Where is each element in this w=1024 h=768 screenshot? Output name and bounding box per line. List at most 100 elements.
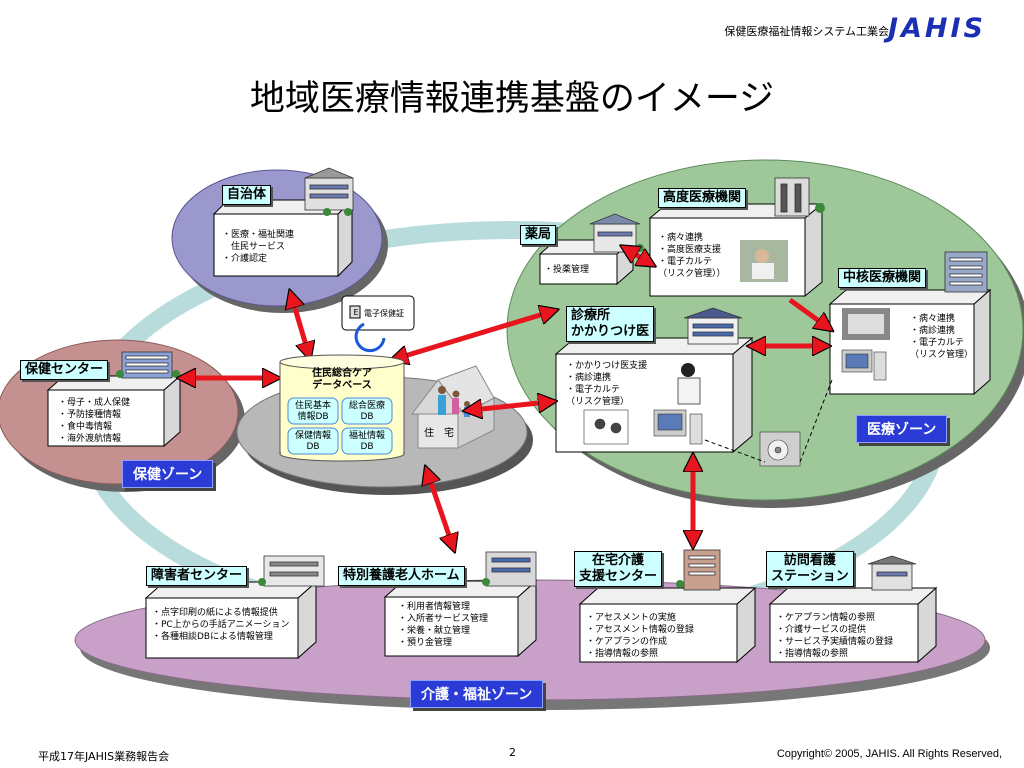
- db-cell-iryo: 総合医療 DB: [342, 401, 392, 423]
- box-zaitaku: [578, 586, 757, 664]
- db-cell-line: DB: [360, 412, 374, 422]
- db-cell-line: 住民基本: [294, 401, 331, 411]
- arrow-db-shinryojo: [398, 312, 550, 358]
- list-chukaku: ・病々連携 ・病診連携 ・電子カルテ （リスク管理）: [910, 313, 973, 361]
- jahis-logo: JAHIS: [887, 13, 986, 44]
- label-houmon: 訪問看護 ステーション: [766, 551, 854, 587]
- list-shogai: ・点字印刷の紙による情報提供 ・PC上からの手話アニメーション ・各種相談DBに…: [152, 607, 289, 643]
- arrow-jichitai-db: [292, 298, 308, 352]
- list-item: ・ケアプランの作成: [586, 637, 668, 647]
- list-item: ・PC上からの手話アニメーション: [152, 620, 290, 630]
- label-tokubetsu: 特別養護老人ホーム: [338, 566, 465, 586]
- list-item: ・電子カルテ: [910, 338, 965, 348]
- label-shogai: 障害者センター: [146, 566, 248, 586]
- list-hoken-center: ・母子・成人保健 ・予防接種情報 ・食中毒情報 ・海外渡航情報: [58, 397, 130, 445]
- label-chukaku: 中核医療機関: [838, 268, 927, 288]
- list-item: ・海外渡航情報: [58, 434, 122, 444]
- computer-icon-chukaku: [841, 349, 887, 381]
- database-title: 住民総合ケア データベース: [292, 368, 392, 392]
- list-item: ・アセスメントの実施: [586, 613, 676, 623]
- building-icon-zaitaku: [676, 549, 721, 591]
- list-zaitaku: ・アセスメントの実施 ・アセスメント情報の登録 ・ケアプランの作成 ・指導情報の…: [586, 612, 694, 660]
- list-item: （リスク管理））: [658, 269, 726, 279]
- red-arrows: [186, 250, 822, 544]
- db-cell-line: 福祉情報: [348, 431, 385, 441]
- list-item: ・予防接種情報: [58, 410, 122, 420]
- consultation-image: [583, 409, 629, 445]
- db-cell-line: DB: [306, 442, 320, 452]
- building-icon-shogai: [258, 555, 325, 587]
- list-item: ・母子・成人保健: [58, 398, 131, 408]
- label-shinryojo-line2: かかりつけ医: [571, 324, 650, 339]
- doctor-figure-icon: [677, 363, 701, 405]
- list-item: ・介護サービスの提供: [776, 625, 867, 635]
- list-shinryojo: ・かかりつけ医支援 ・病診連携 ・電子カルテ （リスク管理）: [566, 360, 647, 408]
- db-cell-line: 情報DB: [297, 412, 329, 422]
- list-item: ・栄養・献立管理: [398, 626, 471, 636]
- db-cell-line: DB: [360, 442, 374, 452]
- page-title: 地域医療情報連携基盤のイメージ: [249, 79, 775, 119]
- building-icon-shinryojo: [683, 307, 743, 345]
- list-item: ・ケアプラン情報の参照: [776, 613, 876, 623]
- list-item: ・各種相談DBによる情報管理: [152, 632, 273, 642]
- page-number: 2: [509, 746, 516, 759]
- arrow-yakkyoku-koudo: [628, 250, 648, 262]
- building-icon-houmon: [867, 555, 917, 591]
- database-title-line1: 住民総合ケア: [312, 368, 372, 379]
- label-hoken-center: 保健センター: [20, 360, 109, 380]
- health-card-icon: [341, 295, 415, 353]
- arrow-koudo-chukaku: [788, 297, 826, 326]
- list-tokubetsu: ・利用者情報管理 ・入所者サービス管理 ・栄養・献立管理 ・預り金管理: [398, 601, 488, 649]
- database-title-line2: データベース: [312, 380, 372, 391]
- list-item: （リスク管理）: [910, 350, 974, 360]
- computer-icon-shinryojo: [653, 409, 703, 445]
- label-houmon-line1: 訪問看護: [783, 553, 836, 568]
- list-item: ・高度医療支援: [658, 245, 722, 255]
- label-shinryojo: 診療所 かかりつけ医: [566, 306, 655, 342]
- db-cell-hoken: 保健情報 DB: [288, 431, 338, 453]
- label-zaitaku: 在宅介護 支援センター: [574, 551, 663, 587]
- organization-name: 保健医療福祉情報システム工業会: [724, 25, 889, 38]
- list-yakkyoku: ・投薬管理: [544, 264, 589, 276]
- db-cell-line: 総合医療: [348, 401, 385, 411]
- list-item: ・指導情報の参照: [776, 649, 849, 659]
- list-item: ・病診連携: [566, 373, 612, 383]
- building-icon-hoken-center: [116, 351, 180, 379]
- card-chip-icon: E: [353, 308, 359, 317]
- house-label: 住 宅: [424, 428, 454, 439]
- list-item: ・電子カルテ: [566, 385, 621, 395]
- footer-event: 平成17年JAHIS業務報告会: [38, 750, 170, 763]
- label-houmon-line2: ステーション: [771, 569, 849, 584]
- doctor-image: [740, 240, 788, 282]
- list-item: ・医療・福祉関連: [222, 230, 295, 240]
- list-item: ・指導情報の参照: [586, 649, 659, 659]
- label-jichitai: 自治体: [222, 185, 272, 205]
- disk-drive-icon: [759, 431, 801, 467]
- footer-copyright: Copyright© 2005, JAHIS. All Rights Reser…: [776, 748, 1002, 760]
- box-houmon: [768, 586, 938, 664]
- label-yakkyoku: 薬局: [520, 225, 557, 245]
- list-koudo: ・病々連携 ・高度医療支援 ・電子カルテ （リスク管理））: [658, 232, 726, 280]
- list-item: ・病々連携: [658, 233, 704, 243]
- zone-badge-hoken: 保健ゾーン: [122, 460, 214, 488]
- list-item: 住民サービス: [222, 242, 286, 252]
- list-item: ・投薬管理: [544, 265, 590, 275]
- network-dashed-lines: [704, 379, 833, 463]
- db-cell-juumin: 住民基本 情報DB: [288, 401, 338, 423]
- card-text: 電子保健証: [364, 309, 404, 318]
- medical-scan-image: [842, 308, 890, 340]
- list-item: ・電子カルテ: [658, 257, 713, 267]
- label-shinryojo-line1: 診療所: [571, 308, 611, 323]
- list-item: ・かかりつけ医支援: [566, 361, 648, 371]
- arrow-house-shinryojo: [472, 402, 548, 410]
- list-houmon: ・ケアプラン情報の参照 ・介護サービスの提供 ・サービス予実績情報の登録 ・指導…: [776, 612, 893, 660]
- label-zaitaku-line2: 支援センター: [579, 569, 658, 584]
- building-icon-chukaku: [944, 251, 988, 293]
- list-item: ・病診連携: [910, 326, 956, 336]
- list-item: ・アセスメント情報の登録: [586, 625, 694, 635]
- building-icon-tokubetsu: [482, 551, 537, 587]
- database-cylinder: [279, 354, 405, 462]
- zone-badge-kaigo: 介護・福祉ゾーン: [410, 680, 544, 708]
- list-item: ・食中毒情報: [58, 422, 113, 432]
- list-item: ・入所者サービス管理: [398, 614, 489, 624]
